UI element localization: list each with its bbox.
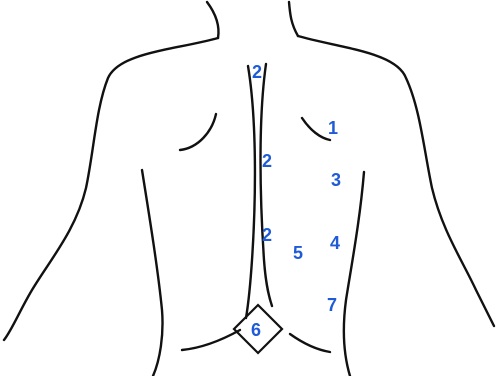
- neck-right-outline: [289, 2, 298, 36]
- marker-1: 1: [328, 118, 338, 138]
- spine-left-line: [246, 66, 255, 318]
- marker-5: 5: [293, 243, 303, 263]
- left-scapula-curve: [180, 114, 216, 150]
- marker-7: 7: [327, 295, 337, 315]
- left-waist-curve: [182, 330, 240, 350]
- marker-6: 6: [251, 320, 261, 340]
- right-shoulder-arm-outline: [298, 36, 494, 326]
- right-scapula-curve: [302, 118, 330, 140]
- left-shoulder-arm-outline: [4, 38, 218, 340]
- right-waist-curve: [290, 334, 330, 352]
- marker-4: 4: [330, 233, 340, 253]
- marker-2-top: 2: [252, 62, 262, 82]
- marker-3: 3: [331, 170, 341, 190]
- right-torso-side-outline: [344, 172, 364, 376]
- spine-right-line: [261, 64, 273, 306]
- marker-2-low: 2: [262, 225, 272, 245]
- left-torso-side-outline: [142, 170, 163, 376]
- neck-left-outline: [207, 2, 219, 38]
- marker-2-mid: 2: [262, 151, 272, 171]
